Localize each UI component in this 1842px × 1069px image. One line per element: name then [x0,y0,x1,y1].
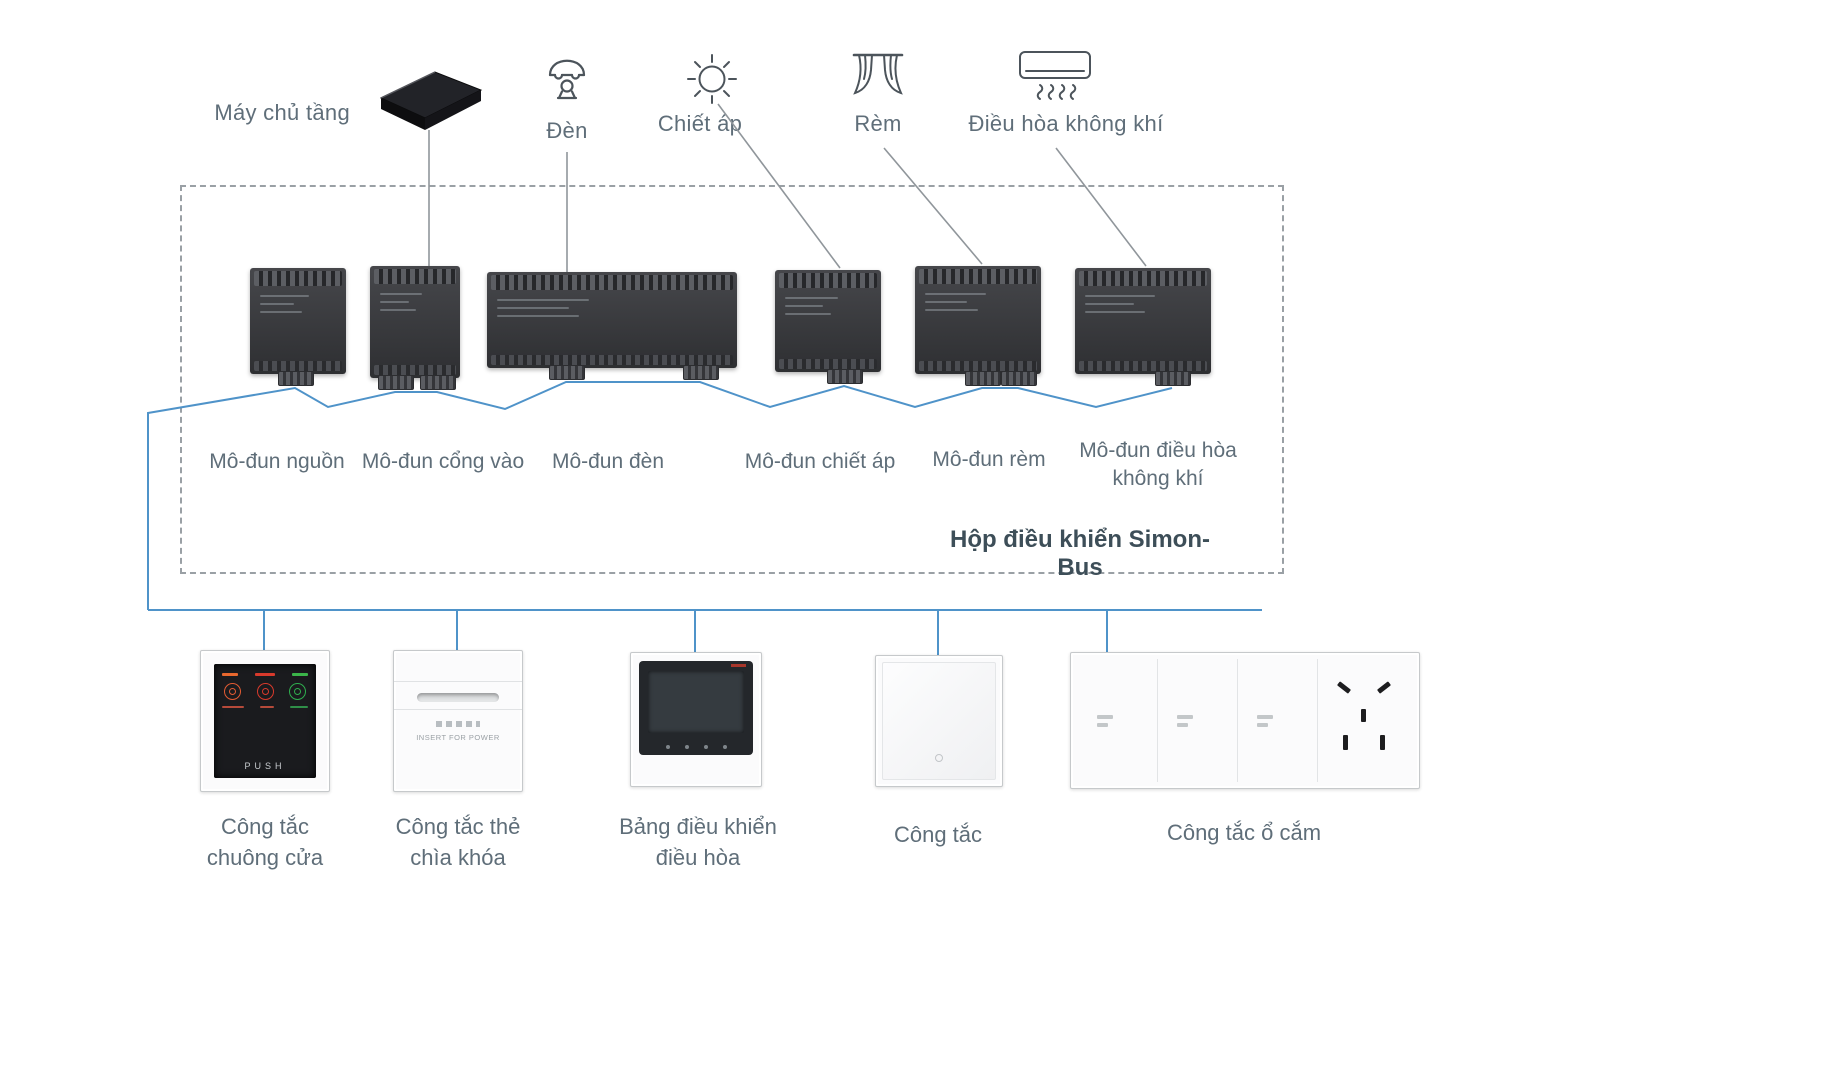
terminal-strip [919,361,1037,371]
doorbell-switch-label: Công tắc chuông cửa [206,814,324,870]
terminal-strip [1079,271,1207,286]
terminal-strip [1079,361,1207,371]
thermostat-screen [639,661,753,755]
floor-server-icon [375,62,487,141]
control-box-title: Hộp điều khiển Simon-Bus [949,526,1210,581]
curtain-icon [850,48,906,111]
module-gateway-label: Mô-đun cổng vào [361,450,525,473]
bus-connector [278,371,314,386]
module-power-label: Mô-đun nguồn [209,450,345,473]
module-gateway [370,266,460,390]
touch-buttons [639,745,753,749]
chinese-text-marks [436,721,480,727]
switch-section [1157,659,1238,782]
dimmer-icon [682,46,744,113]
switch-socket-label: Công tắc ổ cắm [1166,820,1322,845]
keycard-switch-label: Công tắc thẻ chìa khóa [395,814,521,870]
module-ac [1075,268,1211,386]
terminal-strip [779,359,877,369]
push-button-label: PUSH [244,761,286,771]
brand-mark [731,664,746,667]
bus-connector [1155,371,1191,386]
ac-control-panel-label: Bảng điều khiển điều hòa [619,814,777,870]
air-conditioner-icon [1016,44,1096,113]
module-lamp [487,272,737,380]
terminal-strip [779,273,877,288]
bus-connector [683,365,719,380]
switch-section [1237,659,1318,782]
doorbell-screen: PUSH [214,664,316,778]
card-slot [417,693,499,702]
clean-room-icon [289,683,306,700]
ac-control-panel [630,652,762,787]
module-ac-label: Mô-đun điều hòa không khí [1079,439,1237,491]
insert-for-power-text: INSERT FOR POWER [416,733,500,742]
module-dimmer-label: Mô-đun chiết áp [744,450,896,473]
module-curtain-label: Mô-đun rèm [932,448,1046,471]
switch-socket-panel [1070,652,1420,789]
bus-connector [420,375,456,390]
wall-switch-label: Công tắc [893,822,983,847]
module-curtain [915,266,1041,386]
terminal-strip [491,275,733,290]
panel-seam [394,709,522,710]
floor-server-label: Máy chủ tầng [214,100,350,125]
keycard-switch: INSERT FOR POWER [393,650,523,792]
bus-connector [827,369,863,384]
panel-seam [394,681,522,682]
terminal-strip [254,361,342,371]
lamp-icon [539,48,595,111]
do-not-disturb-icon [224,683,241,700]
curtain-label: Rèm [854,111,902,136]
switch-section [1077,659,1158,782]
terminal-strip [374,365,456,375]
lcd-display [648,671,744,733]
rocker-face [882,662,996,780]
lamp-label: Đèn [546,118,588,143]
switch-indicator [935,754,943,762]
terminal-strip [919,269,1037,284]
wall-switch [875,655,1003,787]
dimmer-label: Chiết áp [657,111,743,136]
bus-connector [378,375,414,390]
bus-connector [965,371,1001,386]
module-lamp-label: Mô-đun đèn [551,450,665,473]
simon-bus-box-outline [180,185,1284,574]
bus-connector [1001,371,1037,386]
doorbell-icon [256,683,274,700]
terminal-strip [491,355,733,365]
module-dimmer [775,270,881,384]
doorbell-switch: PUSH [200,650,330,792]
bus-connector [549,365,585,380]
socket-section [1317,659,1411,782]
terminal-strip [374,269,456,284]
terminal-strip [254,271,342,286]
module-power [250,268,346,386]
air-conditioner-label: Điều hòa không khí [968,111,1164,136]
